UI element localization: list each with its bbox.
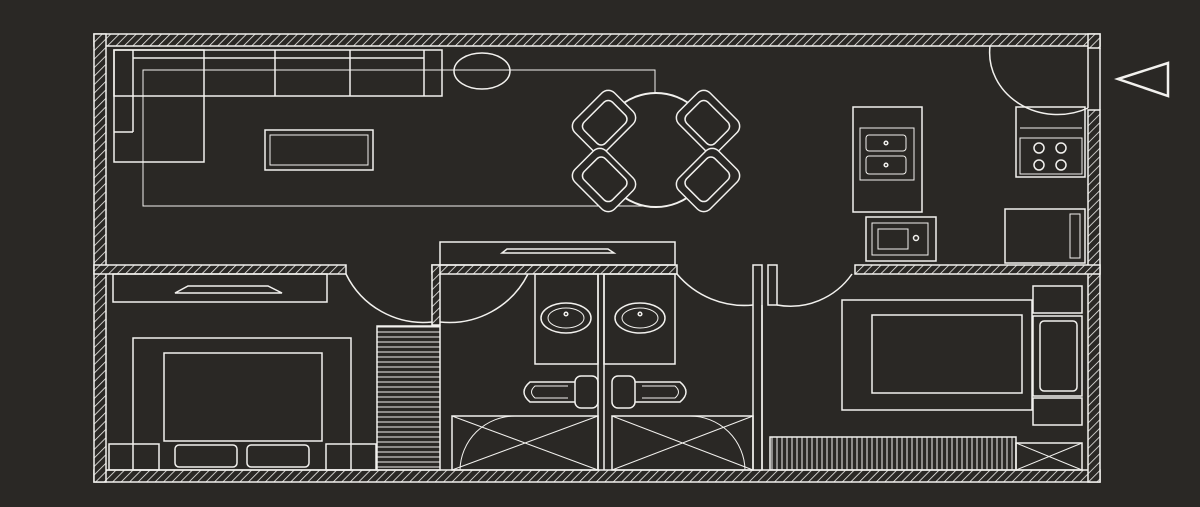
dining-chair xyxy=(571,147,637,213)
toilet xyxy=(523,375,599,409)
kitchen xyxy=(852,106,1086,264)
nightstand xyxy=(1032,397,1083,426)
bathrooms xyxy=(439,241,853,471)
double-bed xyxy=(841,285,1083,426)
dining-chair xyxy=(675,147,741,213)
storage-box xyxy=(1015,442,1083,471)
shower xyxy=(611,415,754,471)
microwave xyxy=(865,216,937,262)
vanity-mirror-unit xyxy=(439,241,676,266)
wardrobe-shelves xyxy=(769,436,1017,471)
cooktop xyxy=(1015,106,1086,178)
nightstand xyxy=(1032,285,1083,314)
double-bed xyxy=(108,337,377,471)
bathroom-sink xyxy=(603,273,676,365)
exterior-walls xyxy=(93,33,1101,483)
nightstand xyxy=(108,443,160,471)
shower xyxy=(451,415,599,471)
entrance-door xyxy=(988,45,1089,116)
closet-shelves xyxy=(376,325,441,471)
bedroom-2 xyxy=(769,285,1083,471)
dining-set xyxy=(571,89,741,213)
door-swing xyxy=(345,273,433,324)
kitchen-sink xyxy=(852,106,923,213)
dining-chair xyxy=(675,89,741,155)
door-swing xyxy=(676,273,754,307)
toilet xyxy=(611,375,687,409)
nightstand xyxy=(325,443,377,471)
wardrobe xyxy=(112,273,328,303)
bedroom-1 xyxy=(108,273,441,471)
bathroom-sink xyxy=(534,273,599,365)
door-swing xyxy=(776,273,853,307)
refrigerator xyxy=(1004,208,1086,264)
sectional-sofa xyxy=(113,49,443,163)
coffee-table xyxy=(264,129,374,171)
side-table xyxy=(453,52,511,90)
door-swing xyxy=(439,273,529,324)
triangle-left-icon xyxy=(1114,61,1170,98)
dining-chair xyxy=(571,89,637,155)
